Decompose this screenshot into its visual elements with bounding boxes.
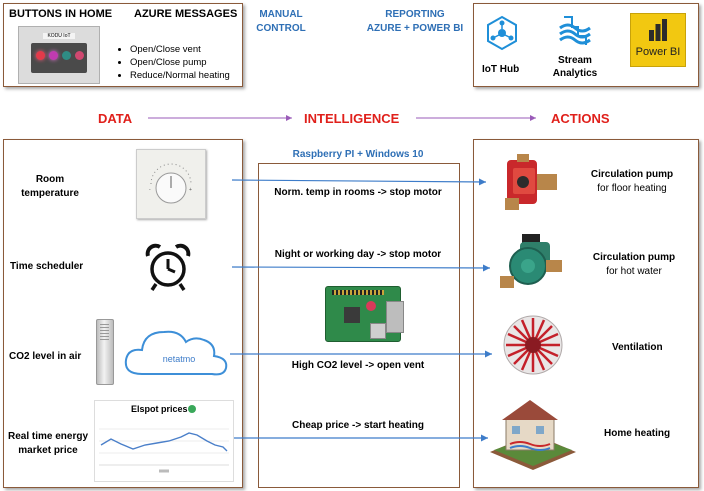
power-bi-logo: Power BI — [630, 13, 686, 67]
svg-text:-: - — [149, 187, 151, 193]
thermostat-dial-icon: - + — [149, 163, 192, 204]
data-label-room-temperature: Room temperature — [14, 173, 86, 201]
thermostat-icon: - + — [136, 149, 206, 219]
usb-ports — [386, 301, 404, 333]
pink-button-icon[interactable] — [75, 51, 84, 60]
data-label-co2: CO2 level in air — [9, 351, 82, 362]
data-label-line: temperature — [21, 188, 79, 199]
elspot-title: Elspot prices — [131, 404, 188, 414]
alarm-clock-icon — [145, 243, 191, 291]
action-ventilation-label: Ventilation — [612, 342, 663, 353]
rule-temp: Norm. temp in rooms -> stop motor — [274, 187, 442, 198]
message-item: Reduce/Normal heating — [130, 69, 240, 82]
reporting-line: AZURE + POWER BI — [366, 23, 464, 34]
reporting-label: REPORTING AZURE + POWER BI — [360, 8, 470, 36]
stream-analytics-line: Stream — [558, 55, 592, 66]
purple-button-icon[interactable] — [49, 51, 58, 60]
floor-heating-pump-icon — [505, 154, 557, 210]
azure-messages-list: Open/Close vent Open/Close pump Reduce/N… — [116, 43, 240, 82]
intelligence-header: INTELLIGENCE — [304, 111, 400, 126]
raspberry-pi-board-icon — [325, 286, 404, 342]
rule-schedule: Night or working day -> stop motor — [274, 249, 442, 260]
data-label-energy-price: Real time energy market price — [3, 430, 93, 458]
buttons-messages-box: BUTTONS IN HOME AZURE MESSAGES KODU IoT … — [3, 3, 243, 87]
netatmo-sensor-icon — [96, 319, 114, 385]
data-header: DATA — [98, 111, 133, 126]
button-panel-label: KODU IoT — [43, 33, 75, 39]
teal-button-icon[interactable] — [62, 51, 71, 60]
data-label-line: Real time energy — [7, 431, 89, 442]
data-label-line: market price — [18, 445, 78, 456]
red-button-icon[interactable] — [36, 51, 45, 60]
elspot-line-chart — [99, 428, 229, 473]
intelligence-title: Raspberry PI + Windows 10 — [292, 149, 424, 160]
stream-analytics-label: Stream Analytics — [544, 54, 606, 80]
power-bi-label: Power BI — [635, 46, 681, 58]
home-heating-house-icon — [490, 400, 576, 470]
iot-hub-icon — [487, 15, 517, 51]
cloud-icon — [124, 330, 228, 376]
ethernet-port — [370, 323, 386, 339]
button-panel: KODU IoT — [18, 26, 100, 84]
message-item: Open/Close vent — [130, 43, 240, 56]
buttons-in-home-title: BUTTONS IN HOME — [9, 8, 113, 20]
data-label-line: Room — [35, 174, 65, 185]
azure-messages-title: AZURE MESSAGES — [134, 8, 238, 20]
flow-arrow-temperature — [231, 178, 487, 186]
reporting-line: REPORTING — [385, 9, 445, 20]
rule-price: Cheap price -> start heating — [292, 420, 424, 431]
data-label-time-scheduler: Time scheduler — [10, 261, 84, 272]
action-floor-heating-label: Circulation pump for floor heating — [572, 168, 692, 196]
sensor-grille — [100, 324, 109, 340]
rule-co2: High CO2 level -> open vent — [291, 360, 425, 371]
power-bi-bars-icon — [649, 19, 667, 41]
actions-header: ACTIONS — [551, 111, 610, 126]
flow-arrow-schedule — [231, 264, 491, 272]
action-subtitle: for floor heating — [597, 183, 667, 194]
raspberry-logo-icon — [366, 301, 376, 311]
action-subtitle: for hot water — [606, 266, 662, 277]
manual-control-line: MANUAL — [259, 9, 303, 20]
button-panel-plate — [31, 43, 87, 73]
ventilation-fan-icon — [503, 315, 563, 375]
azure-services-box: IoT Hub Stream Analytics Power BI — [473, 3, 699, 87]
hot-water-pump-icon — [500, 234, 562, 288]
action-title: Circulation pump — [592, 252, 676, 263]
netatmo-label: netatmo — [162, 354, 196, 364]
gpio-header — [332, 290, 384, 295]
action-hot-water-label: Circulation pump for hot water — [572, 251, 696, 279]
stream-analytics-icon — [559, 16, 591, 45]
info-icon — [188, 405, 196, 413]
svg-text:+: + — [189, 187, 192, 193]
action-title: Circulation pump — [590, 169, 674, 180]
manual-control-label: MANUAL CONTROL — [250, 8, 312, 36]
manual-control-line: CONTROL — [256, 23, 306, 34]
iot-hub-label: IoT Hub — [482, 64, 520, 75]
cpu-chip — [344, 307, 360, 323]
elspot-chart: Elspot prices — [94, 400, 234, 482]
message-item: Open/Close pump — [130, 56, 240, 69]
action-home-heating-label: Home heating — [604, 428, 671, 439]
stream-analytics-line: Analytics — [552, 68, 598, 79]
